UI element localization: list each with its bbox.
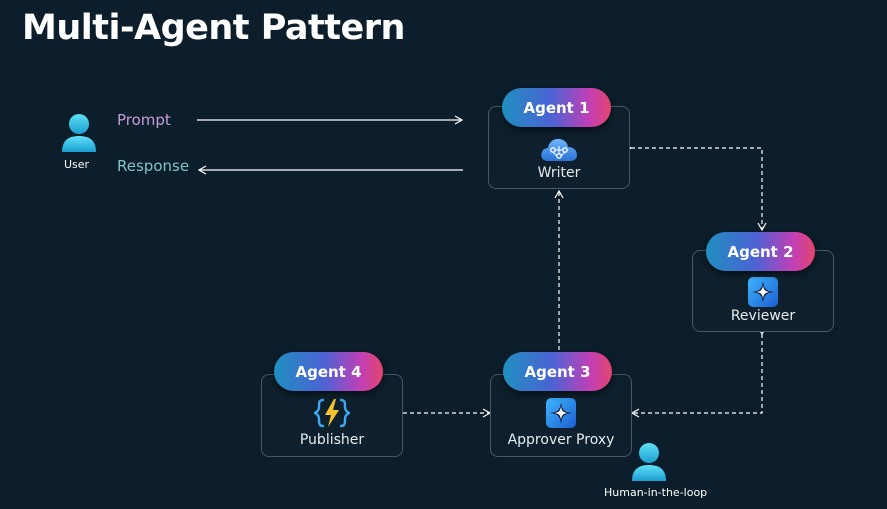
response-label: Response [117,157,190,175]
agent4-badge: Agent 4 [274,352,383,391]
agent1-role: Writer [537,165,581,181]
agent2-badge: Agent 2 [706,232,815,271]
agent3-badge: Agent 3 [503,352,612,391]
user-label: User [64,158,90,171]
reviewer-proxy-connector [630,326,767,418]
page-title: Multi-Agent Pattern [22,8,405,48]
human-in-loop-label: Human-in-the-loop [604,486,708,499]
agent2-role: Reviewer [730,308,796,324]
agent1-badge: Agent 1 [502,88,611,127]
prompt-label: Prompt [117,111,171,129]
cloud-brain-icon [541,138,577,161]
sparkle-icon [546,398,576,428]
user-icon [62,114,96,152]
writer-reviewer-connector [623,143,767,232]
user-figure [60,112,98,158]
sparkle-icon [748,277,778,307]
human-in-loop-figure [630,441,668,487]
function-bolt-icon [314,398,350,428]
user-icon [632,443,666,481]
agent4-role: Publisher [299,432,365,448]
agent3-role: Approver Proxy [507,432,615,448]
